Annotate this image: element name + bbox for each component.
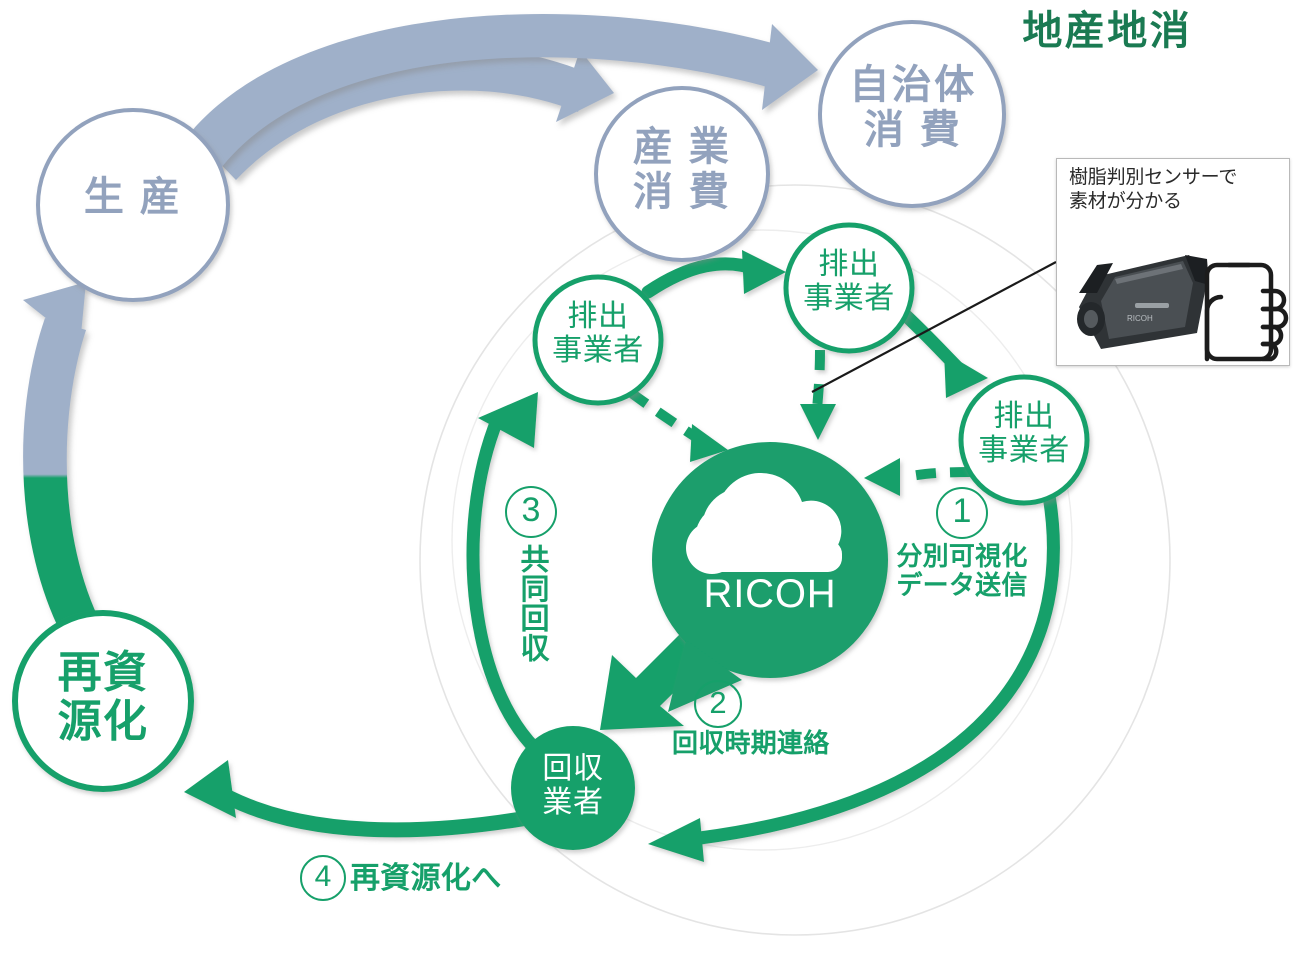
step-3-number: 3 [505, 486, 557, 538]
node-municipal-consumption[interactable] [818, 20, 1006, 208]
node-industrial-consumption[interactable] [594, 86, 770, 262]
hand-holding-smartphone-icon [1204, 262, 1289, 362]
step-2: 2 回収時期連絡 [672, 680, 902, 758]
node-recycling-label: 再資 源化 [57, 648, 149, 747]
arrow-emitter3-to-collector [648, 473, 1060, 862]
sensor-callout-caption: 樹脂判別センサーで 素材が分かる [1069, 167, 1238, 213]
arrow-emitter1-to-cloud-dashed [627, 387, 728, 462]
node-collector[interactable] [511, 726, 635, 850]
node-collector-label: 回収 業者 [542, 752, 604, 819]
cloud-icon [686, 472, 842, 574]
node-recycling[interactable] [12, 610, 194, 792]
step-4: 4 再資源化へ [300, 855, 502, 901]
arrow-emitter2-to-cloud-dashed [800, 349, 836, 440]
node-emitter-3-label: 排出 事業者 [978, 400, 1070, 467]
arrow-recycling-to-production [23, 282, 134, 690]
step-4-text: 再資源化へ [350, 861, 502, 895]
step-3: 3 共同回収 [500, 486, 562, 667]
svg-text:RICOH: RICOH [1127, 314, 1153, 323]
node-production[interactable] [36, 108, 230, 302]
arrow-production-to-municipal [185, 13, 818, 172]
node-production-label: 生 産 [83, 175, 183, 219]
node-industrial-consumption-label: 産 業 消 費 [632, 125, 732, 214]
arrow-emitter2-to-emitter3 [893, 303, 988, 398]
sensor-callout-art: RICOH [1077, 255, 1289, 362]
arrow-collector-to-emitter1 [466, 392, 555, 767]
node-municipal-consumption-label: 自治体 消 費 [849, 63, 977, 152]
step-1: 1 分別可視化 データ送信 [878, 487, 1046, 599]
node-emitter-1[interactable] [532, 274, 664, 406]
sensor-callout-connector [811, 261, 1057, 393]
ricoh-wordmark: RICOH [703, 572, 837, 616]
node-ricoh-cloud[interactable] [652, 442, 888, 712]
resin-sensor-device-icon: RICOH [1077, 255, 1209, 349]
step-4-number: 4 [300, 855, 346, 901]
background-ring-inner [451, 229, 1073, 851]
arrow-emitter1-to-emitter2 [641, 250, 786, 299]
node-emitter-3[interactable] [958, 374, 1090, 506]
step-1-number: 1 [936, 487, 988, 539]
arrow-emitter3-to-cloud-dashed [864, 458, 971, 496]
step-2-text: 回収時期連絡 [672, 728, 830, 758]
step-1-text: 分別可視化 データ送信 [896, 541, 1028, 600]
node-emitter-1-label: 排出 事業者 [552, 300, 644, 367]
node-emitter-2-label: 排出 事業者 [803, 248, 895, 315]
step-2-number: 2 [694, 680, 742, 728]
step-3-text: 共同回収 [515, 544, 548, 663]
arrow-collector-to-recycling [184, 760, 568, 838]
page-title: 地産地消 [1022, 9, 1192, 53]
background-ring-outer [419, 184, 1171, 936]
node-emitter-2[interactable] [783, 222, 915, 354]
sensor-callout-box: 樹脂判別センサーで 素材が分かる RICOH [1056, 158, 1290, 366]
